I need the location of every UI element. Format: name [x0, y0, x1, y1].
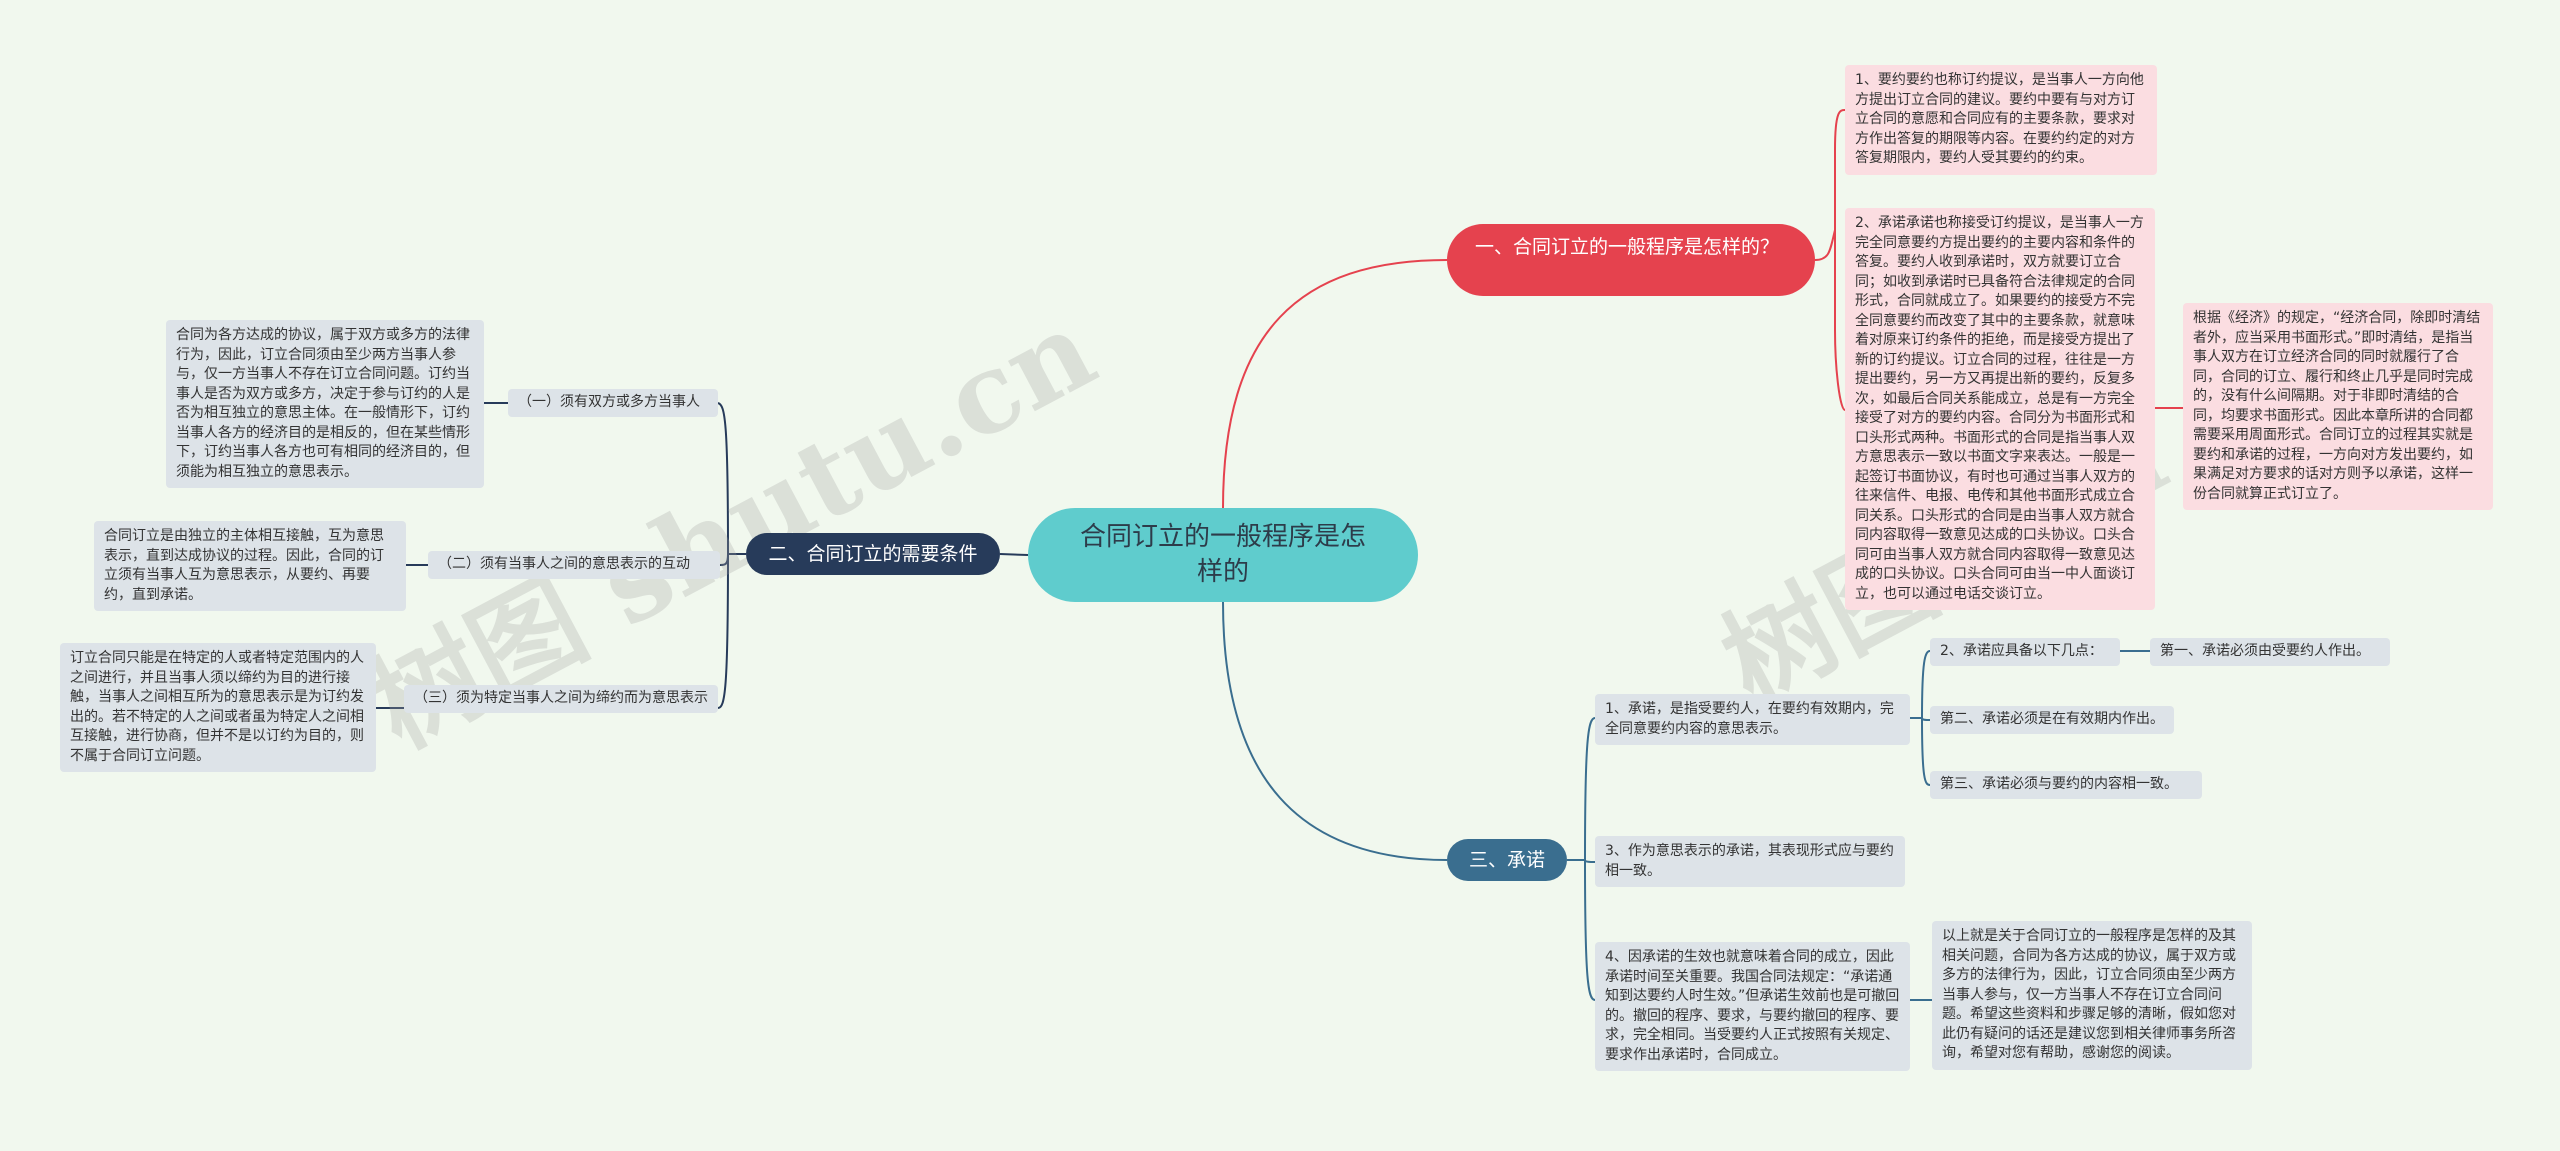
acceptance-note[interactable]: 2、承诺承诺也称接受订约提议，是当事人一方完全同意要约方提出要约的主要内容和条件…: [1845, 208, 2155, 610]
link-center-branch3: [1222, 601, 1448, 861]
condition-mutual-intent-detail[interactable]: 合同订立是由独立的主体相互接触，互为意思表示，直到达成协议的过程。因此，合同的订…: [94, 521, 406, 611]
link-b3-bracket: [1567, 717, 1596, 1001]
link-b1-bracket: [1814, 109, 1846, 411]
acceptance-timing-note[interactable]: 4、因承诺的生效也就意味着合同的成立，因此承诺时间至关重要。我国合同法规定：“承…: [1595, 942, 1910, 1071]
offer-note[interactable]: 1、要约要约也称订约提议，是当事人一方向他方提出订立合同的建议。要约中要有与对方…: [1845, 65, 2157, 175]
link-item1-reqs: [1910, 650, 1931, 786]
link-b2-bracket: [717, 402, 746, 709]
acceptance-requirement-2[interactable]: 第二、承诺必须是在有效期内作出。: [1930, 706, 2174, 734]
condition-multiple-parties[interactable]: （一）须有双方或多方当事人: [508, 389, 718, 417]
condition-mutual-intent[interactable]: （二）须有当事人之间的意思表示的互动: [428, 551, 720, 579]
condition-multiple-parties-detail[interactable]: 合同为各方达成的协议，属于双方或多方的法律行为，因此，订立合同须由至少两方当事人…: [166, 320, 484, 488]
written-form-note[interactable]: 根据《经济》的规定，“经济合同，除即时清结者外，应当采用书面形式。”即时清结，是…: [2183, 303, 2493, 510]
central-topic[interactable]: 合同订立的一般程序是怎样的: [1028, 508, 1418, 602]
link-center-branch1: [1222, 259, 1448, 509]
summary-note[interactable]: 以上就是关于合同订立的一般程序是怎样的及其相关问题，合同为各方达成的协议，属于双…: [1932, 921, 2252, 1070]
acceptance-requirement-3[interactable]: 第三、承诺必须与要约的内容相一致。: [1930, 771, 2202, 799]
link-center-branch2: [999, 553, 1029, 556]
acceptance-requirement-1[interactable]: 第一、承诺必须由受要约人作出。: [2150, 638, 2390, 666]
acceptance-requirements-title[interactable]: 2、承诺应具备以下几点：: [1930, 638, 2120, 666]
branch-required-conditions[interactable]: 二、合同订立的需要条件: [746, 533, 1000, 575]
condition-specific-parties-detail[interactable]: 订立合同只能是在特定的人或者特定范围内的人之间进行，并且当事人须以缔约为目的进行…: [60, 643, 376, 772]
branch-acceptance[interactable]: 三、承诺: [1447, 839, 1567, 881]
condition-specific-parties[interactable]: （三）须为特定当事人之间为缔约而为意思表示: [404, 685, 718, 713]
branch-general-procedure[interactable]: 一、合同订立的一般程序是怎样的？: [1447, 224, 1815, 296]
acceptance-form-note[interactable]: 3、作为意思表示的承诺，其表现形式应与要约相一致。: [1595, 836, 1905, 887]
acceptance-definition[interactable]: 1、承诺，是指受要约人，在要约有效期内，完全同意要约内容的意思表示。: [1595, 694, 1910, 745]
